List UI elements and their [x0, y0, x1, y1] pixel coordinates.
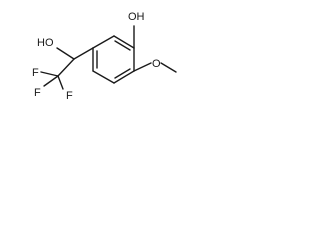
label-o-methoxy: O [152, 58, 161, 70]
structure-canvas: OH HO O F F F [0, 0, 200, 126]
bond-cf3-to-fluorine-bottom [43, 75, 59, 87]
label-f-right: F [66, 90, 73, 102]
ring-double-bond-c4-c5 [114, 68, 131, 79]
bond-chiral-carbon-to-cf3 [57, 58, 75, 77]
bond-chiral-carbon-to-hydroxyl [56, 47, 75, 60]
bond-cf3-to-fluorine-left [40, 71, 59, 77]
ring-bond-c3-c4 [92, 70, 115, 84]
molecule-diagram: OH HO O F F F [32, 11, 177, 102]
bond-methoxy-to-methyl [160, 62, 177, 73]
ring-bond-c1-c2 [92, 35, 115, 49]
label-f-bottom: F [34, 87, 41, 99]
ring-bond-c4-c5 [113, 70, 135, 84]
bond-ring-to-methoxy-oxygen [133, 62, 152, 72]
bond-cf3-to-fluorine-right [57, 75, 64, 90]
label-oh-top: OH [128, 11, 145, 23]
label-f-left: F [32, 67, 39, 79]
label-ho-left: HO [37, 37, 54, 49]
ring-bond-c6-c1 [113, 35, 135, 49]
ring-double-bond-c1-c6 [114, 40, 131, 51]
bond-ring-to-chiral-carbon [73, 47, 94, 60]
